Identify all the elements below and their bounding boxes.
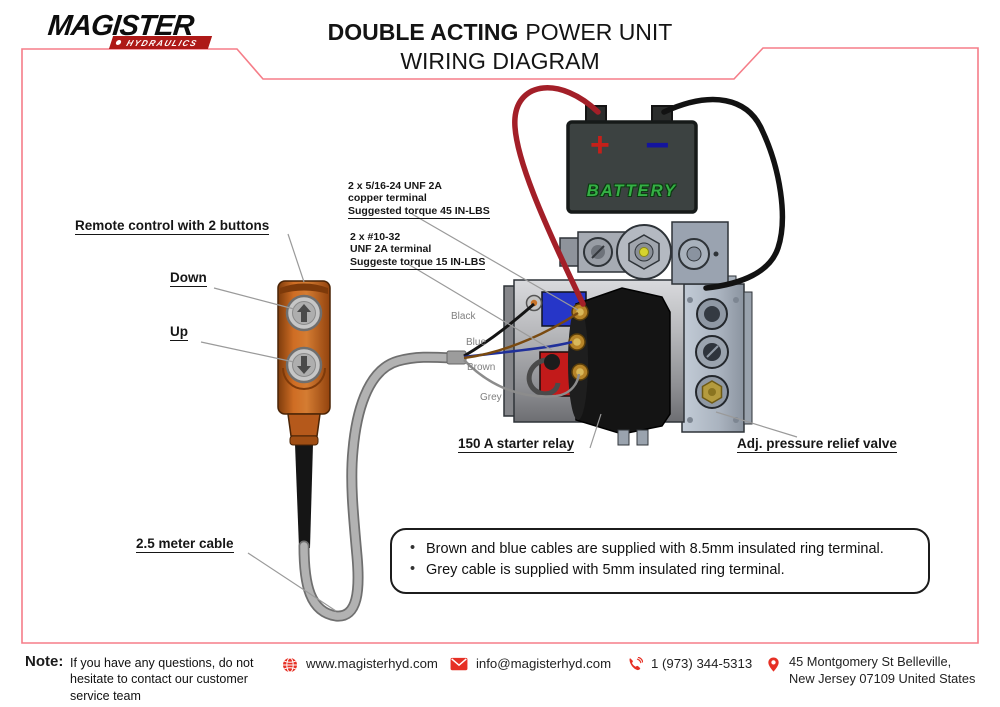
address-line: New Jersey 07109 United States [789,670,976,686]
footer-email: info@magisterhyd.com [450,656,611,671]
wire-label-brown: Brown [467,362,496,373]
battery-negative-cable [661,96,786,291]
address-text: 45 Montgomery St Belleville, New Jersey … [789,654,975,688]
remote-control [277,280,331,548]
logo-subtitle: HYDRAULICS [108,36,212,49]
control-wires [463,302,581,398]
battery-label: BATTERY [586,182,678,200]
solenoid-valve-assembly [559,221,729,285]
callout-up-button: Up [170,324,188,341]
terminal-note-copper: 2 x 5/16-24 UNF 2A copper terminal Sugge… [348,180,490,219]
email-text[interactable]: info@magisterhyd.com [476,656,612,671]
terminal-note-small-line3: Suggeste torque 15 IN-LBS [350,255,486,270]
footer-website: www.magisterhyd.com [282,656,438,673]
note-box-item: Grey cable is supplied with 5mm insulate… [406,561,914,578]
envelope-icon [450,657,468,671]
phone-icon [629,657,643,671]
magister-logo: MAGISTER HYDRAULICS [46,10,233,52]
battery [566,105,698,214]
callout-cable-length: 2.5 meter cable [136,536,234,553]
terminal-note-copper-line2: copper terminal [348,192,427,205]
footer-note-line: service team [70,688,141,703]
wire-label-grey: Grey [480,392,502,403]
battery-minus-symbol: − [645,121,670,168]
phone-text[interactable]: 1 (973) 344-5313 [651,656,753,671]
terminal-notes-box: Brown and blue cables are supplied with … [390,528,930,594]
note-box-item: Brown and blue cables are supplied with … [406,540,914,557]
leader-lines [200,213,798,612]
footer-note-label: Note: [25,653,64,670]
starter-relay [568,287,671,446]
terminal-note-small-line2: UNF 2A terminal [350,243,432,256]
battery-positive-cable [512,85,601,307]
globe-icon [283,657,297,673]
location-pin-icon [768,657,779,672]
callout-starter-relay: 150 A starter relay [458,436,575,453]
callout-down-button: Down [170,270,207,287]
remote-button-up [285,346,323,384]
footer-phone: 1 (973) 344-5313 [627,656,752,673]
terminal-note-copper-line1: 2 x 5/16-24 UNF 2A [348,180,442,192]
title-bold: DOUBLE ACTING [327,19,519,45]
terminal-note-small-line1: 2 x #10-32 [350,231,401,243]
pressure-relief-valve [695,375,729,409]
title-line2: WIRING DIAGRAM [400,48,600,75]
footer-note-line: If you have any questions, do not [70,656,254,670]
frame-border [21,47,979,644]
callout-relief-valve: Adj. pressure relief valve [737,436,897,453]
terminal-note-copper-line3: Suggested torque 45 IN-LBS [348,204,490,219]
control-cable [298,350,467,622]
terminal-note-small: 2 x #10-32 UNF 2A terminal Suggeste torq… [350,231,486,270]
battery-plus-symbol: + [590,126,610,164]
title-regular: POWER UNIT [525,19,673,45]
wire-label-blue: Blue [466,337,487,348]
remote-button-down [285,294,323,332]
callout-remote-control: Remote control with 2 buttons [75,218,270,235]
manifold-block [681,275,753,433]
address-line: 45 Montgomery St Belleville, [789,654,952,669]
footer-note-line: hesitate to contact our customer [70,672,248,687]
footer-address: 45 Montgomery St Belleville, New Jersey … [766,654,975,688]
wire-label-black: Black [451,311,476,322]
footer-note-text: If you have any questions, do not hesita… [70,655,253,704]
website-text[interactable]: www.magisterhyd.com [306,656,438,671]
